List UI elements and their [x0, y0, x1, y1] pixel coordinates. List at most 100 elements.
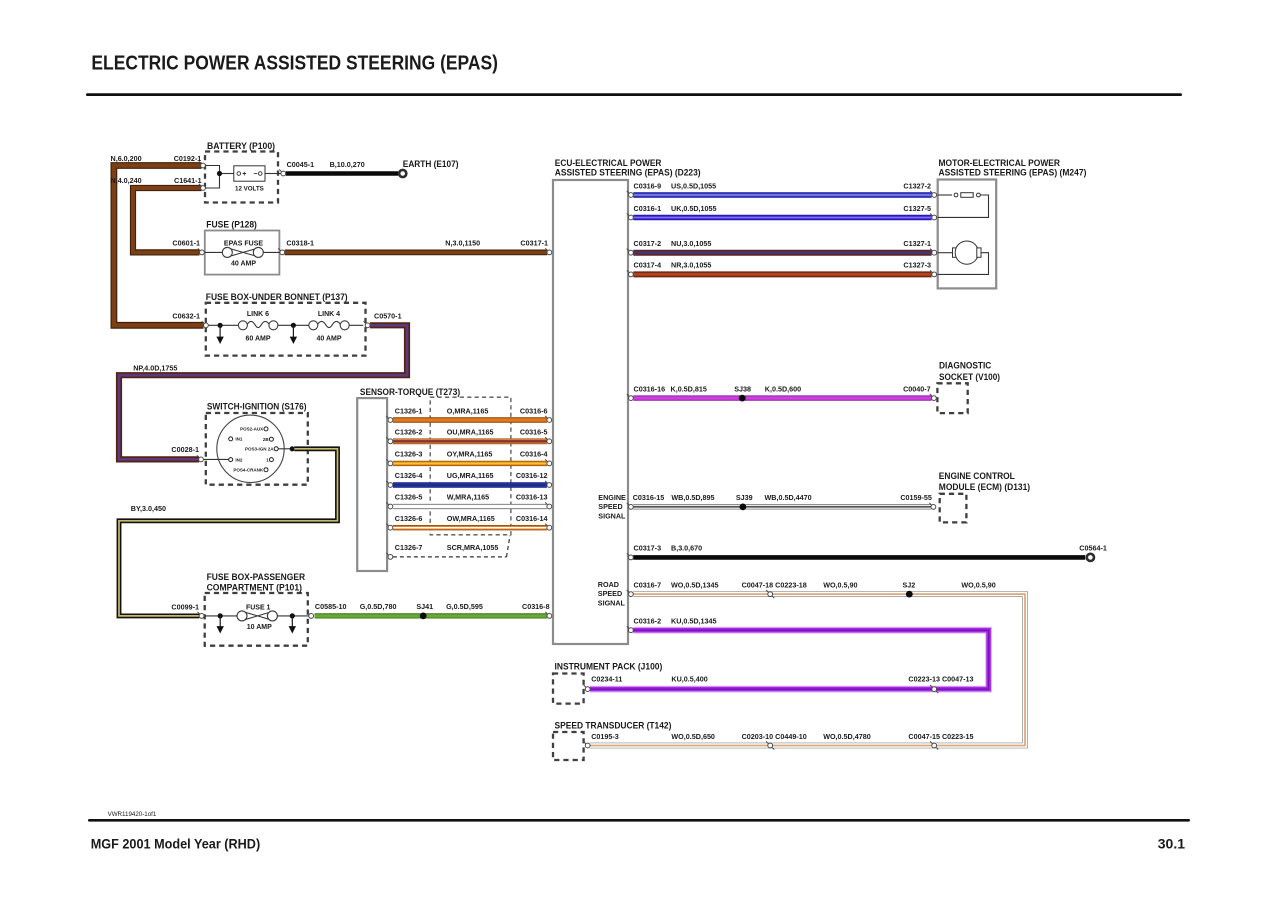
svg-text:FUSE (P128): FUSE (P128) — [206, 220, 257, 230]
svg-text:FUSE 1: FUSE 1 — [246, 605, 271, 612]
svg-text:VWR119420-1of1: VWR119420-1of1 — [108, 811, 157, 818]
svg-text:SIGNAL: SIGNAL — [598, 599, 626, 608]
svg-text:SIGNAL: SIGNAL — [598, 512, 626, 521]
svg-text:SCR,MRA,1055: SCR,MRA,1055 — [447, 543, 499, 552]
svg-text:C0159-55: C0159-55 — [900, 493, 932, 502]
svg-text:+: + — [242, 171, 246, 178]
svg-text:EARTH (E107): EARTH (E107) — [403, 159, 459, 169]
svg-text:C0099-1: C0099-1 — [171, 603, 199, 612]
svg-text:C1326-7: C1326-7 — [395, 543, 423, 552]
svg-text:LINK 6: LINK 6 — [247, 311, 269, 318]
svg-text:INSTRUMENT PACK (J100): INSTRUMENT PACK (J100) — [555, 662, 663, 672]
svg-text:12 VOLTS: 12 VOLTS — [235, 186, 264, 193]
svg-text:NR,3.0,1055: NR,3.0,1055 — [671, 261, 711, 270]
svg-text:C0195-3: C0195-3 — [591, 732, 619, 741]
svg-text:OW,MRA,1165: OW,MRA,1165 — [447, 514, 495, 523]
svg-text:C1326-1: C1326-1 — [395, 406, 423, 415]
svg-text:C0585-10: C0585-10 — [315, 602, 347, 611]
svg-text:C0318-1: C0318-1 — [286, 239, 314, 248]
svg-text:BY,3.0,450: BY,3.0,450 — [131, 504, 166, 513]
svg-text:K,0.5D,815: K,0.5D,815 — [671, 384, 707, 393]
svg-text:C0316-2: C0316-2 — [634, 617, 662, 626]
svg-text:40 AMP: 40 AMP — [231, 261, 256, 268]
svg-text:KU,0.5D,1345: KU,0.5D,1345 — [671, 617, 717, 626]
svg-text:40 AMP: 40 AMP — [316, 335, 341, 342]
svg-text:BATTERY (P100): BATTERY (P100) — [207, 141, 275, 151]
svg-text:ASSISTED STEERING (EPAS) (M247: ASSISTED STEERING (EPAS) (M247) — [939, 167, 1087, 177]
svg-text:C1326-2: C1326-2 — [395, 428, 423, 437]
svg-text:C1327-5: C1327-5 — [903, 204, 931, 213]
svg-text:SWITCH-IGNITION (S176): SWITCH-IGNITION (S176) — [207, 402, 307, 412]
svg-text:C0223-13 C0047-13: C0223-13 C0047-13 — [908, 675, 973, 684]
svg-text:C0047-18 C0223-18: C0047-18 C0223-18 — [742, 580, 807, 589]
svg-text:ROAD: ROAD — [598, 580, 619, 589]
svg-text:NP,4.0D,1755: NP,4.0D,1755 — [133, 364, 177, 373]
svg-text:K,0.5D,600: K,0.5D,600 — [765, 384, 801, 393]
svg-text:C0316-1: C0316-1 — [634, 204, 662, 213]
svg-text:C1326-4: C1326-4 — [395, 471, 423, 480]
svg-text:COMPARTMENT (P101): COMPARTMENT (P101) — [207, 582, 302, 592]
svg-text:SPEED: SPEED — [598, 502, 622, 511]
svg-text:O,MRA,1165: O,MRA,1165 — [447, 406, 489, 415]
svg-text:MGF 2001 Model Year (RHD): MGF 2001 Model Year (RHD) — [91, 835, 261, 851]
svg-text:C1641-1: C1641-1 — [174, 176, 202, 185]
svg-text:−: − — [253, 171, 257, 178]
svg-text:IN1: IN1 — [235, 437, 243, 442]
svg-text:WO,0.5D,4780: WO,0.5D,4780 — [823, 732, 871, 741]
svg-text:C0316-6: C0316-6 — [520, 406, 548, 415]
svg-text:IN2: IN2 — [235, 457, 243, 462]
svg-text:C0317-2: C0317-2 — [634, 239, 662, 248]
svg-text:C0047-15 C0223-15: C0047-15 C0223-15 — [908, 732, 973, 741]
svg-text:UK,0.5D,1055: UK,0.5D,1055 — [671, 204, 717, 213]
svg-text:NU,3.0,1055: NU,3.0,1055 — [671, 239, 711, 248]
svg-text:N,4.0,240: N,4.0,240 — [111, 176, 142, 185]
svg-text:C0632-1: C0632-1 — [172, 312, 200, 321]
svg-text:ELECTRIC POWER ASSISTED STEERI: ELECTRIC POWER ASSISTED STEERING (EPAS) — [91, 52, 498, 74]
svg-text:LINK 4: LINK 4 — [318, 311, 340, 318]
svg-text:UG,MRA,1165: UG,MRA,1165 — [447, 471, 494, 480]
svg-text:C0316-7: C0316-7 — [634, 580, 662, 589]
svg-text:C0316-4: C0316-4 — [520, 450, 548, 459]
svg-text:C0564-1: C0564-1 — [1079, 544, 1107, 553]
svg-text:WB,0.5D,4470: WB,0.5D,4470 — [765, 493, 812, 502]
svg-text:B,10.0,270: B,10.0,270 — [330, 160, 365, 169]
svg-text:C1326-3: C1326-3 — [395, 450, 423, 459]
svg-text:C0028-1: C0028-1 — [171, 445, 199, 454]
svg-text:WB,0.5D,895: WB,0.5D,895 — [671, 493, 714, 502]
svg-text:WO,0.5D,650: WO,0.5D,650 — [671, 732, 715, 741]
svg-text:W,MRA,1165: W,MRA,1165 — [447, 493, 489, 502]
svg-text:POS4-CRANK: POS4-CRANK — [233, 468, 264, 473]
svg-text:10 AMP: 10 AMP — [247, 624, 272, 631]
svg-text:SJ39: SJ39 — [736, 493, 753, 502]
svg-text:60 AMP: 60 AMP — [245, 335, 270, 342]
svg-text:C0316-13: C0316-13 — [516, 493, 548, 502]
svg-text:30.1: 30.1 — [1158, 835, 1185, 851]
svg-text:ECU-ELECTRICAL POWER: ECU-ELECTRICAL POWER — [555, 158, 662, 168]
svg-text:C0316-5: C0316-5 — [520, 428, 548, 437]
svg-text:WO,0.5D,1345: WO,0.5D,1345 — [671, 580, 719, 589]
svg-text:ENGINE CONTROL: ENGINE CONTROL — [939, 471, 1016, 481]
svg-text:SENSOR-TORQUE (T273): SENSOR-TORQUE (T273) — [360, 387, 460, 397]
svg-text:C1327-2: C1327-2 — [903, 182, 931, 191]
svg-text:SPEED: SPEED — [598, 589, 622, 598]
svg-text:EPAS FUSE: EPAS FUSE — [224, 241, 263, 248]
svg-text:G,0.5D,780: G,0.5D,780 — [360, 602, 397, 611]
svg-text:MOTOR-ELECTRICAL POWER: MOTOR-ELECTRICAL POWER — [939, 158, 1061, 168]
svg-text:G,0.5D,595: G,0.5D,595 — [446, 602, 483, 611]
svg-text:C0317-3: C0317-3 — [634, 544, 662, 553]
svg-text:C0316-12: C0316-12 — [516, 471, 548, 480]
svg-text:FUSE BOX-UNDER BONNET (P137): FUSE BOX-UNDER BONNET (P137) — [206, 292, 348, 302]
svg-text:C0316-15: C0316-15 — [633, 493, 665, 502]
svg-text:SPEED TRANSDUCER (T142): SPEED TRANSDUCER (T142) — [555, 721, 672, 731]
svg-text:C0045-1: C0045-1 — [287, 160, 315, 169]
svg-text:C0317-4: C0317-4 — [634, 261, 662, 270]
svg-text:C0317-1: C0317-1 — [520, 239, 548, 248]
svg-text:C0316-14: C0316-14 — [516, 514, 548, 523]
svg-text:C0570-1: C0570-1 — [374, 312, 402, 321]
svg-text:C0601-1: C0601-1 — [172, 239, 200, 248]
svg-text:US,0.5D,1055: US,0.5D,1055 — [671, 182, 716, 191]
svg-text:C1326-5: C1326-5 — [395, 493, 423, 502]
svg-text:C0316-16: C0316-16 — [634, 384, 666, 393]
svg-text:B,3.0,670: B,3.0,670 — [671, 544, 702, 553]
svg-text:C0234-11: C0234-11 — [591, 675, 622, 684]
